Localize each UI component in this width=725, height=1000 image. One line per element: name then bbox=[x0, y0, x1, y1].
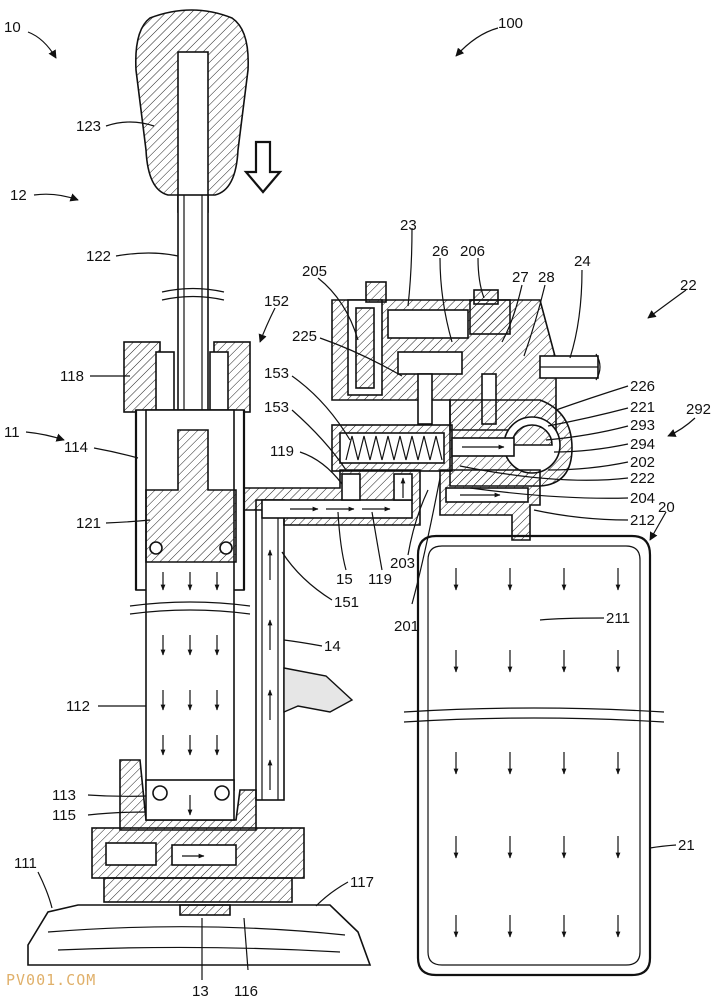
nozzle bbox=[539, 353, 601, 381]
label-13: 13 bbox=[192, 983, 209, 1000]
label-27: 27 bbox=[512, 269, 529, 286]
label-119-upper: 119 bbox=[270, 443, 294, 460]
label-115: 115 bbox=[52, 807, 76, 824]
label-292: 292 bbox=[686, 401, 711, 418]
label-28: 28 bbox=[538, 269, 555, 286]
label-113: 113 bbox=[52, 787, 76, 804]
valve-block bbox=[119, 759, 257, 831]
label-100: 100 bbox=[498, 15, 523, 32]
label-15: 15 bbox=[336, 571, 353, 588]
label-222: 222 bbox=[630, 470, 655, 487]
bottle bbox=[403, 534, 665, 977]
label-11: 11 bbox=[4, 424, 20, 441]
label-204: 204 bbox=[630, 490, 655, 507]
label-111: 111 bbox=[14, 855, 37, 872]
label-153-upper: 153 bbox=[264, 365, 289, 382]
label-152: 152 bbox=[264, 293, 289, 310]
label-24: 24 bbox=[574, 253, 591, 270]
base-housing bbox=[91, 827, 305, 903]
label-10: 10 bbox=[4, 19, 21, 36]
label-202: 202 bbox=[630, 454, 655, 471]
piston bbox=[145, 429, 237, 563]
label-226: 226 bbox=[630, 378, 655, 395]
outlet-tube bbox=[255, 499, 285, 801]
label-116: 116 bbox=[234, 983, 258, 1000]
label-225: 225 bbox=[292, 328, 317, 345]
label-123: 123 bbox=[76, 118, 101, 135]
bottle-fluid-arrows bbox=[453, 568, 621, 938]
label-293: 293 bbox=[630, 417, 655, 434]
label-21: 21 bbox=[678, 837, 695, 854]
spring-chamber bbox=[331, 424, 453, 472]
passage-block bbox=[243, 469, 421, 526]
label-205: 205 bbox=[302, 263, 327, 280]
valve-housing bbox=[331, 299, 557, 431]
label-114: 114 bbox=[64, 439, 88, 456]
plunger-handle bbox=[134, 9, 249, 213]
watermark: PV001.COM bbox=[6, 971, 96, 989]
press-direction-arrow bbox=[243, 140, 283, 194]
label-26: 26 bbox=[432, 243, 449, 260]
label-118: 118 bbox=[60, 368, 84, 385]
label-221: 221 bbox=[630, 399, 655, 416]
label-201: 201 bbox=[394, 618, 419, 635]
cylinder-flow-arrows bbox=[160, 572, 220, 756]
label-294: 294 bbox=[630, 436, 655, 453]
label-14: 14 bbox=[324, 638, 341, 655]
label-211: 211 bbox=[606, 610, 630, 627]
label-151: 151 bbox=[334, 594, 359, 611]
pump-handle-tab bbox=[283, 667, 354, 714]
plunger-rod bbox=[161, 194, 225, 436]
label-117: 117 bbox=[350, 874, 374, 891]
label-153-lower: 153 bbox=[264, 399, 289, 416]
label-20: 20 bbox=[658, 499, 675, 516]
label-121: 121 bbox=[76, 515, 101, 532]
label-23: 23 bbox=[400, 217, 417, 234]
label-212: 212 bbox=[630, 512, 655, 529]
label-122: 122 bbox=[86, 248, 111, 265]
base-plate bbox=[27, 904, 372, 966]
label-22: 22 bbox=[680, 277, 697, 294]
leader-lines bbox=[25, 27, 696, 981]
valve-ball-housing bbox=[449, 399, 573, 487]
reference-labels: 10 100 123 12 122 23 26 206 24 27 28 22 … bbox=[4, 15, 711, 1000]
valve-cap bbox=[365, 281, 499, 305]
bottle-passage bbox=[439, 469, 541, 541]
label-112: 112 bbox=[66, 698, 90, 715]
label-203: 203 bbox=[390, 555, 415, 572]
label-12: 12 bbox=[10, 187, 27, 204]
label-206: 206 bbox=[460, 243, 485, 260]
label-119-lower: 119 bbox=[368, 571, 392, 588]
